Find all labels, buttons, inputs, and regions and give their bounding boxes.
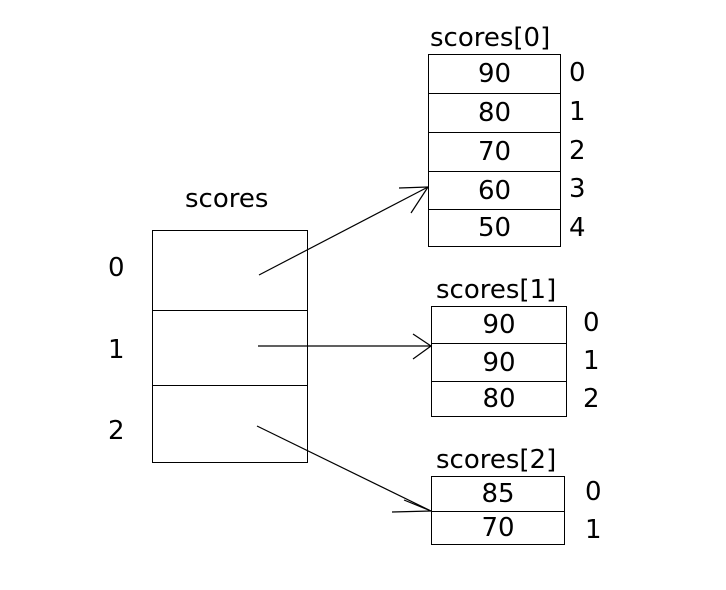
subarray-0-index-1: 1: [569, 97, 586, 127]
subarray-1-value-1: 90: [432, 344, 566, 382]
outer-index-0: 0: [108, 253, 125, 283]
subarray-0-index-4: 4: [569, 213, 586, 243]
outer-array-cell-2: [153, 386, 307, 462]
subarray-1-value-2: 80: [482, 384, 516, 414]
subarray-0-value-4: 50: [477, 213, 512, 243]
subarray-0-value-1: 80: [429, 94, 560, 133]
subarray-2-value-0: 85: [432, 477, 564, 512]
subarray-0-value-0: 90: [429, 55, 560, 94]
subarray-0-index-3: 3: [569, 174, 586, 204]
outer-index-2: 2: [108, 416, 125, 446]
subarray-1-value-0: 90: [432, 307, 566, 344]
subarray-1-title: scores[1]: [436, 275, 557, 305]
outer-index-1: 1: [108, 335, 125, 365]
subarray-1-index-0: 0: [583, 308, 600, 338]
subarray-1-index-1: 1: [583, 346, 600, 376]
outer-array-title: scores: [185, 184, 269, 214]
subarray-2-index-0: 0: [585, 477, 602, 507]
subarray-2-box: 85 70: [431, 476, 565, 545]
subarray-0-value-2: 70: [429, 133, 560, 172]
subarray-0-index-0: 0: [569, 58, 586, 88]
subarray-1-box: 90 90 80: [431, 306, 567, 417]
subarray-0-index-2: 2: [569, 136, 586, 166]
subarray-1-index-2: 2: [583, 384, 600, 414]
outer-array-cell-1: [153, 311, 307, 386]
subarray-0-title: scores[0]: [430, 23, 551, 53]
subarray-2-value-1: 70: [481, 513, 515, 543]
subarray-2-index-1: 1: [585, 515, 602, 545]
subarray-0-value-3: 60: [429, 172, 560, 210]
subarray-0-box: 90 80 70 60 50: [428, 54, 561, 247]
outer-array-box: [152, 230, 308, 463]
outer-array-cell-0: [153, 231, 307, 311]
subarray-2-title: scores[2]: [436, 445, 557, 475]
